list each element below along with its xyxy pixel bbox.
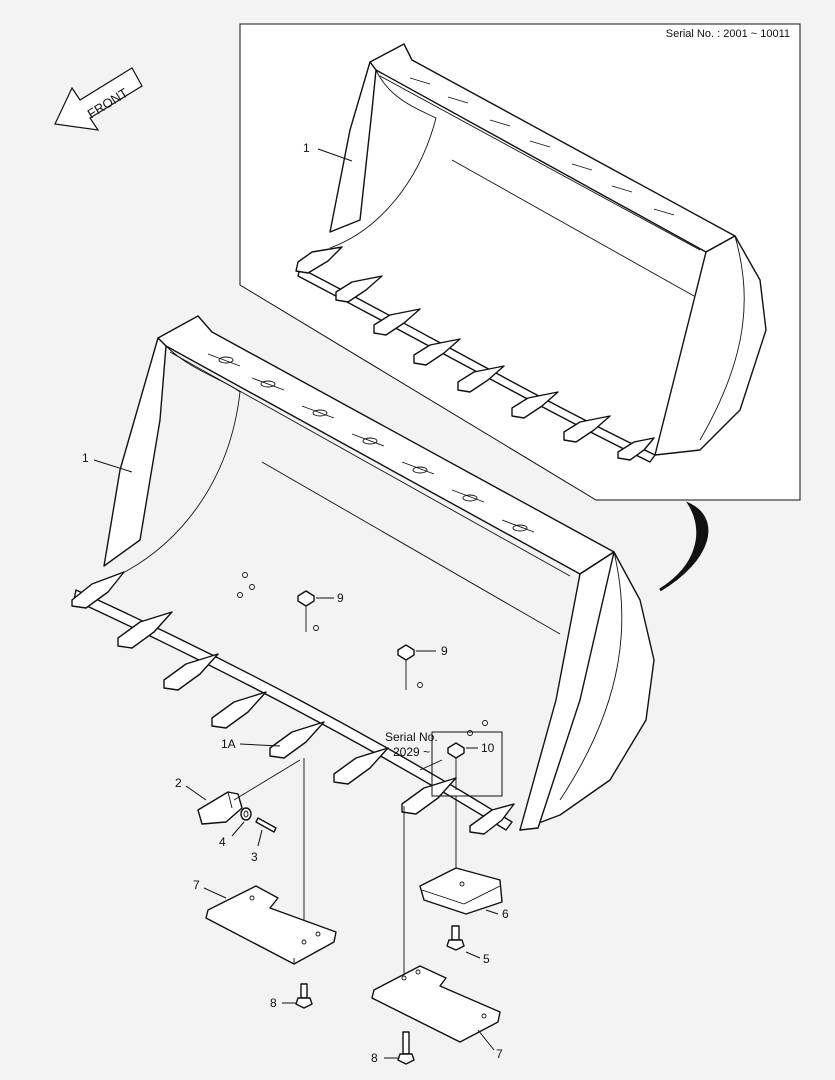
inset-teeth bbox=[295, 246, 655, 461]
callout-5: 5 bbox=[483, 952, 490, 966]
callout-8-right: 8 bbox=[371, 1051, 378, 1065]
main-teeth bbox=[71, 571, 515, 835]
nut-10: 10 bbox=[447, 741, 495, 790]
pin-3: 3 bbox=[251, 817, 277, 864]
inset-bucket bbox=[295, 43, 767, 463]
front-arrow: FRONT bbox=[54, 67, 143, 131]
callout-6: 6 bbox=[502, 907, 509, 921]
callout-1-main: 1 bbox=[82, 451, 89, 465]
inset-serial-label: Serial No. : 2001 ~ 10011 bbox=[666, 28, 790, 40]
callout-7-left: 7 bbox=[193, 878, 200, 892]
callout-1a: 1A bbox=[221, 737, 236, 751]
shroud-plate-7-right: 7 bbox=[371, 965, 503, 1061]
washer-4: 4 bbox=[219, 807, 252, 849]
callout-9-lower: 9 bbox=[441, 644, 448, 658]
bolt-8-right: 8 bbox=[371, 1031, 415, 1065]
bolt-5: 5 bbox=[446, 925, 490, 966]
bolt-8-left: 8 bbox=[270, 983, 313, 1010]
callout-8-left: 8 bbox=[270, 996, 277, 1010]
inset-panel: Serial No. : 2001 ~ 10011 bbox=[239, 23, 801, 501]
callout-7-right: 7 bbox=[496, 1047, 503, 1061]
callout-1-inset: 1 bbox=[303, 141, 310, 155]
serial-note-line1: Serial No. bbox=[385, 730, 438, 744]
callout-4: 4 bbox=[219, 835, 226, 849]
adapter-block-6: 6 bbox=[419, 867, 509, 921]
nut-9-upper: 9 bbox=[297, 590, 344, 632]
tooth-2: 2 bbox=[175, 776, 243, 825]
callout-3: 3 bbox=[251, 850, 258, 864]
callout-2: 2 bbox=[175, 776, 182, 790]
serial-note-line2: 2029 ~ bbox=[393, 745, 430, 759]
callout-10: 10 bbox=[481, 741, 495, 755]
callout-9-upper: 9 bbox=[337, 591, 344, 605]
main-bucket bbox=[71, 315, 655, 835]
transition-arrow bbox=[659, 501, 709, 592]
shroud-plate-7-left: 7 bbox=[193, 878, 337, 965]
nut-9-lower: 9 bbox=[397, 644, 448, 690]
serial-note-box bbox=[431, 731, 503, 797]
